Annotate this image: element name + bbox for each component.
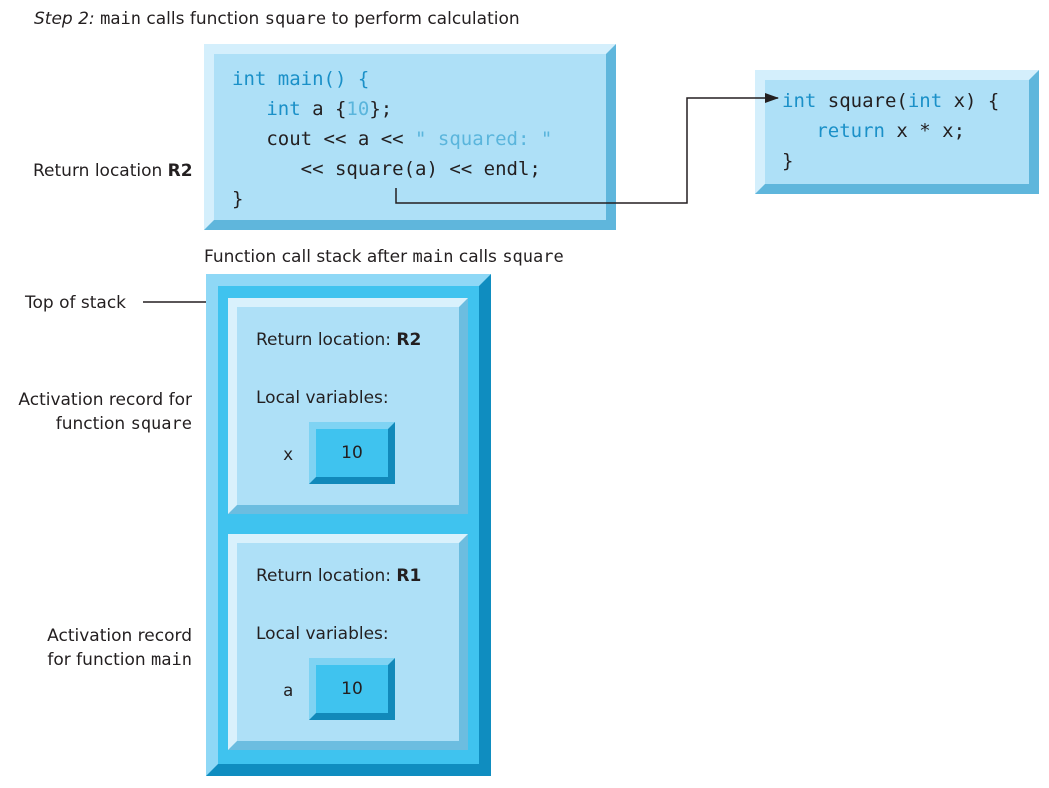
main-line2-end: }; <box>369 98 393 120</box>
main-line4: << square(a) << endl; <box>300 158 541 180</box>
call-arrow <box>395 93 779 204</box>
activation-main-l2: for function <box>47 650 152 670</box>
activation-square-l2: function <box>55 414 131 434</box>
square-line3: } <box>782 150 794 172</box>
record-square-var-value: 10 <box>341 443 363 463</box>
record-main-var-box: 10 <box>309 658 395 720</box>
main-line1: int main() { <box>232 68 370 90</box>
stack-title: Function call stack after main calls squ… <box>204 246 564 268</box>
caption-step: Step 2: <box>34 9 95 29</box>
activation-square-fn: square <box>130 414 192 434</box>
activation-main-fn: main <box>151 650 192 670</box>
activation-main-l1: Activation record <box>47 626 192 646</box>
record-square-var-name: x <box>283 445 294 465</box>
record-main-locals-label: Local variables: <box>256 624 389 644</box>
record-main-return-label: Return location: <box>256 566 397 586</box>
record-main-var-value: 10 <box>341 679 363 699</box>
main-line2-a: a { <box>300 98 347 120</box>
return-location-text: Return location <box>33 161 168 181</box>
square-line2-kw: return <box>816 120 885 142</box>
record-main-var-name: a <box>283 681 294 701</box>
record-square-return-label: Return location: <box>256 330 397 350</box>
main-code: int main() { int a {10}; cout << a << " … <box>232 64 552 214</box>
diagram-caption: Step 2: main calls function square to pe… <box>34 8 520 30</box>
stack-title-main: main <box>412 247 454 267</box>
main-line5: } <box>232 188 244 210</box>
caption-square: square <box>264 9 327 29</box>
square-line1-kw: int <box>782 90 817 112</box>
record-square-locals-label: Local variables: <box>256 388 389 408</box>
return-location-bold: R2 <box>167 161 193 181</box>
main-line3-a: cout << a << <box>266 128 416 150</box>
activation-square-label: Activation record for function square <box>8 388 192 436</box>
square-line1-kw2: int <box>907 90 943 112</box>
activation-record-square: Return location: R2 Local variables: x 1… <box>228 298 468 514</box>
return-location-label: Return location R2 <box>33 160 193 182</box>
caption-calls: calls function <box>141 9 265 29</box>
main-line2-kw: int <box>266 98 301 120</box>
top-of-stack-label: Top of stack <box>25 293 127 313</box>
record-main-return: Return location: R1 <box>256 565 421 587</box>
square-line1-a: square( <box>816 90 908 112</box>
square-line1-b: x) { <box>942 90 1000 112</box>
activation-square-l1: Activation record for <box>18 390 192 410</box>
activation-record-main: Return location: R1 Local variables: a 1… <box>228 534 468 750</box>
square-code-box: int square(int x) { return x * x; } <box>755 70 1039 194</box>
record-square-return: Return location: R2 <box>256 329 421 351</box>
caption-rest: to perform calculation <box>326 9 520 29</box>
record-square-return-value: R2 <box>396 330 422 350</box>
main-line2-num: 10 <box>346 98 370 120</box>
record-square-var-box: 10 <box>309 422 395 484</box>
main-line3-str: " squared: " <box>415 128 553 150</box>
main-code-box: int main() { int a {10}; cout << a << " … <box>204 44 616 230</box>
caption-main: main <box>100 9 142 29</box>
record-main-return-value: R1 <box>396 566 422 586</box>
square-code: int square(int x) { return x * x; } <box>782 86 999 176</box>
stack-title-b: calls <box>453 247 503 267</box>
square-line2-rest: x * x; <box>884 120 966 142</box>
stack-title-a: Function call stack after <box>204 247 413 267</box>
activation-main-label: Activation record for function main <box>8 624 192 672</box>
stack-title-square: square <box>502 247 564 267</box>
